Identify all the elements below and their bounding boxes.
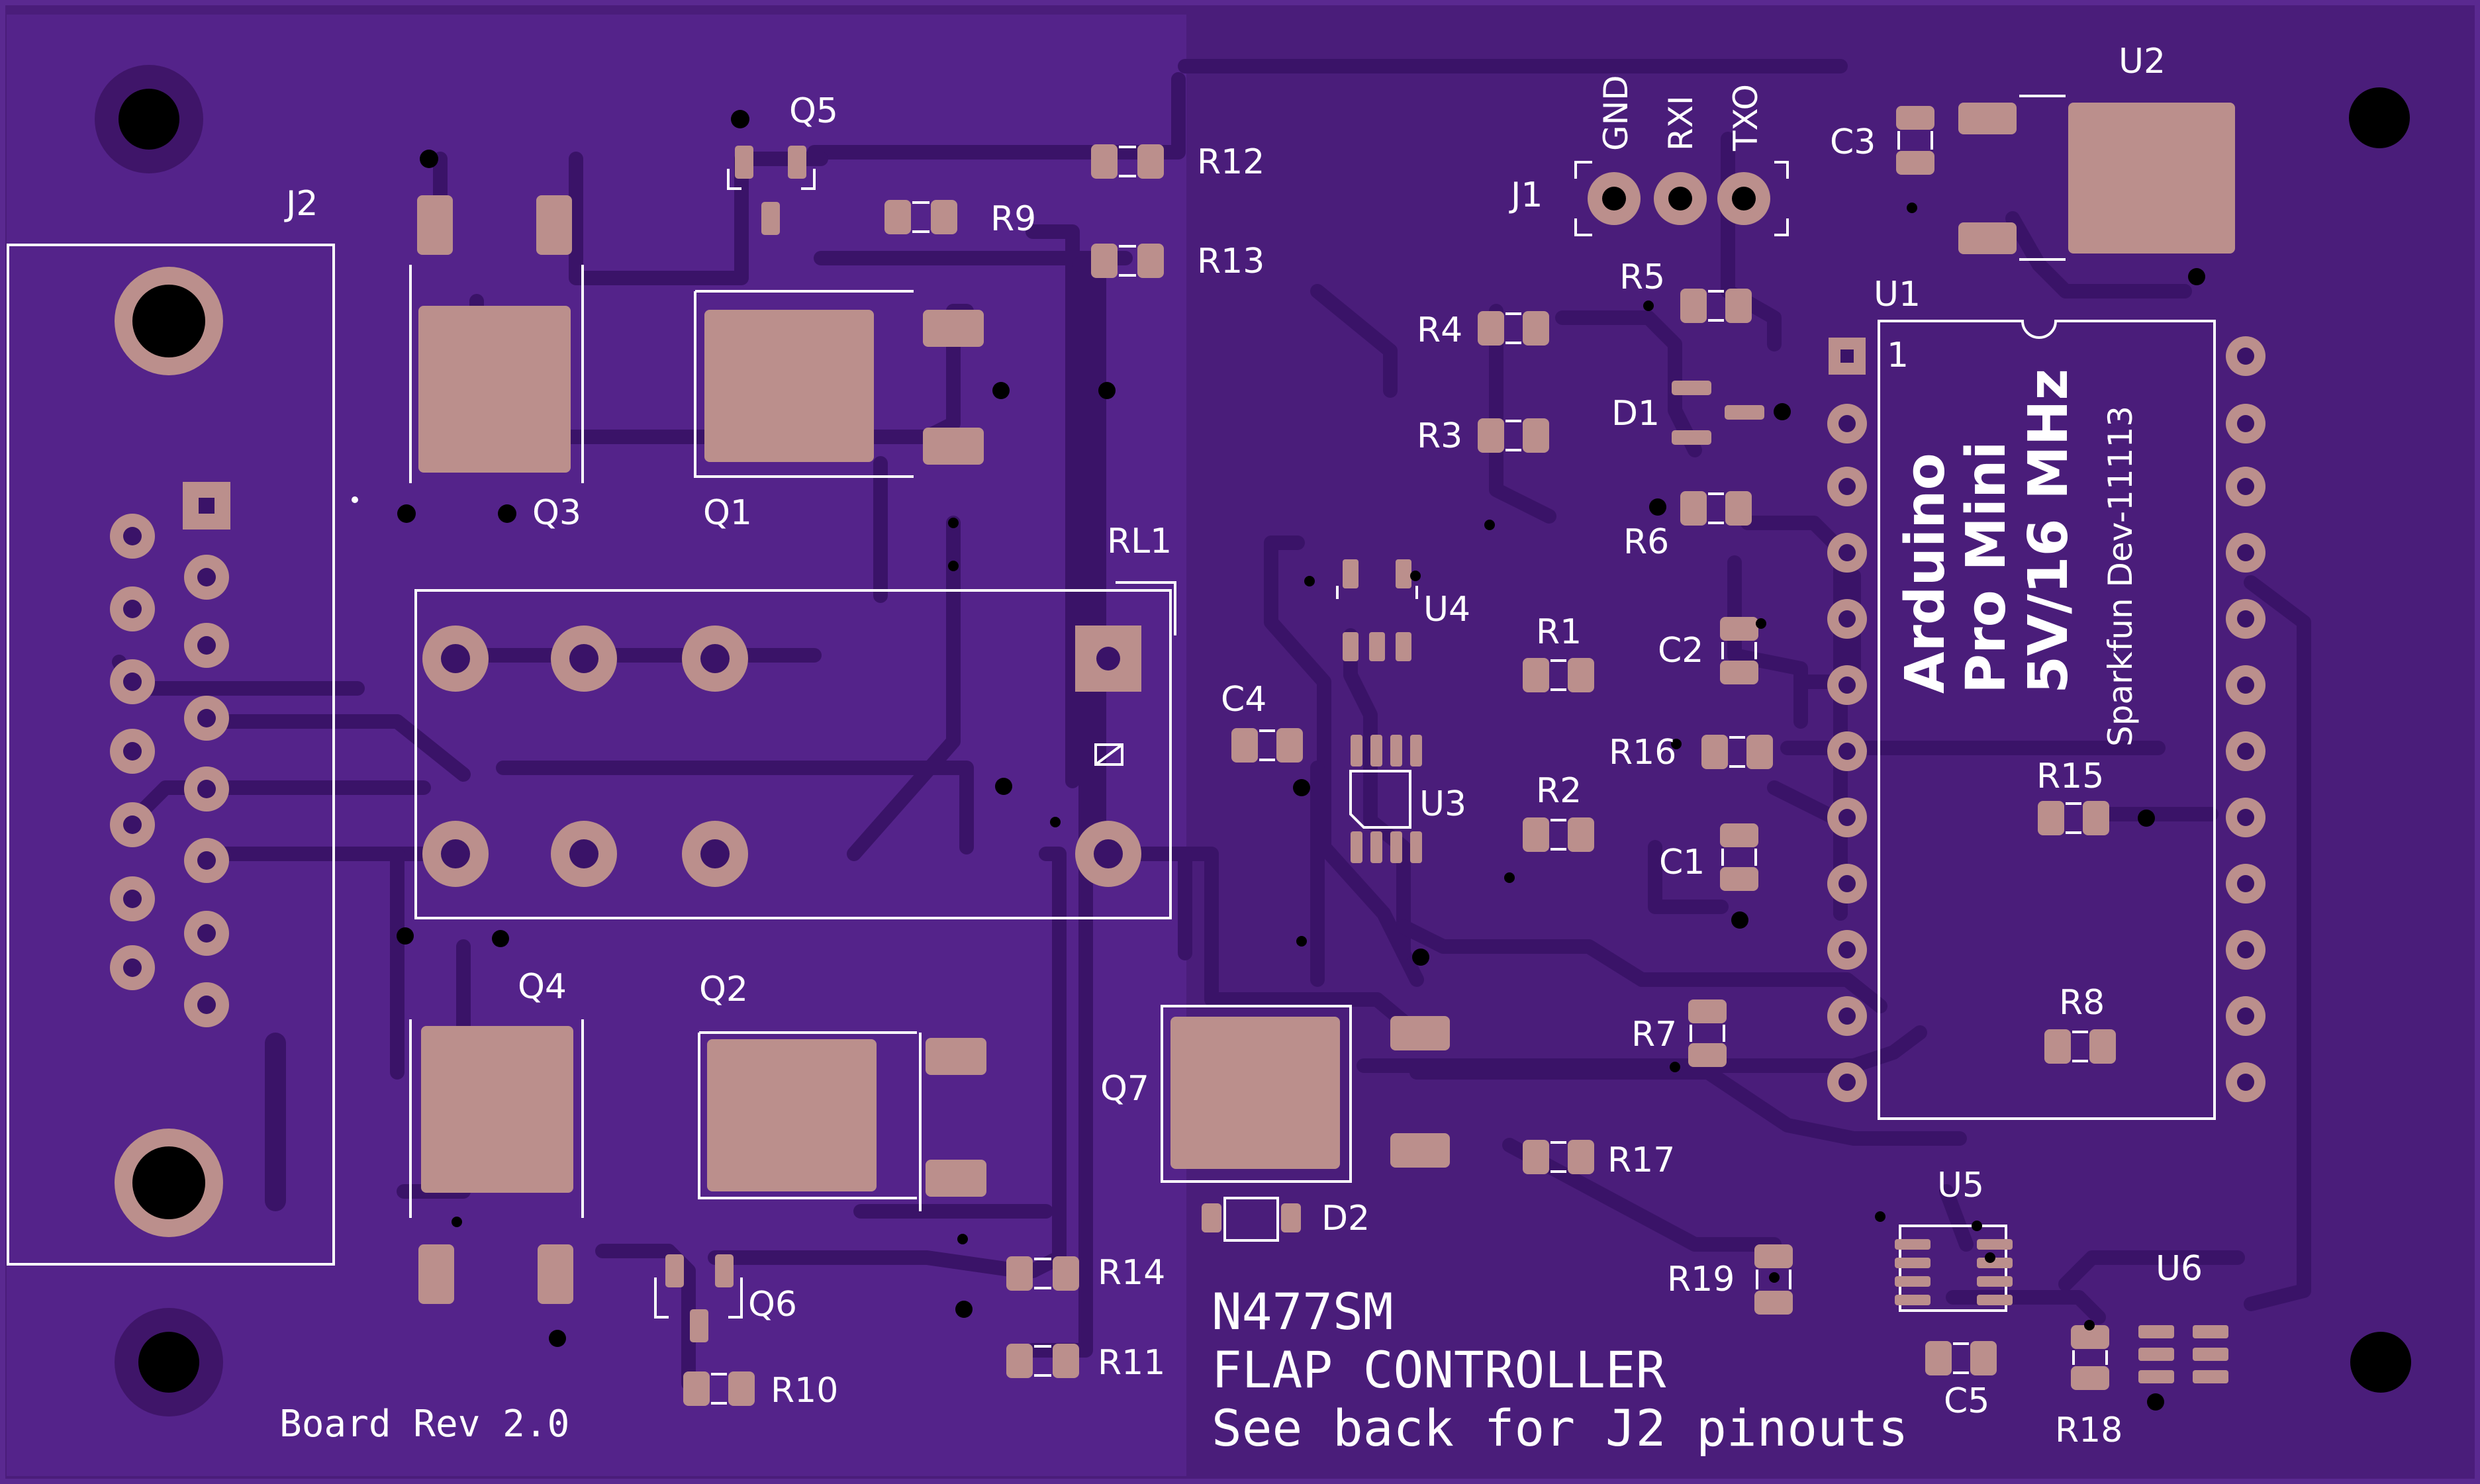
vias bbox=[352, 110, 2205, 1411]
label-r3: R3 bbox=[1417, 416, 1462, 456]
label-r16: R16 bbox=[1609, 733, 1676, 772]
label-r11: R11 bbox=[1098, 1343, 1165, 1383]
u1-arduino bbox=[1827, 320, 2265, 1120]
label-q1: Q1 bbox=[703, 493, 752, 533]
label-u5: U5 bbox=[1937, 1166, 1984, 1205]
label-q7: Q7 bbox=[1100, 1069, 1149, 1109]
u4-ic bbox=[1336, 559, 1418, 661]
label-r4: R4 bbox=[1417, 310, 1462, 350]
label-r14: R14 bbox=[1098, 1253, 1165, 1293]
label-d2: D2 bbox=[1321, 1199, 1370, 1238]
label-r18: R18 bbox=[2055, 1411, 2122, 1450]
label-r10: R10 bbox=[771, 1371, 838, 1411]
label-u1-pin1: 1 bbox=[1887, 336, 1909, 375]
rl1-outline bbox=[414, 589, 1172, 919]
label-r15: R15 bbox=[2036, 757, 2104, 796]
d2-diode bbox=[1202, 1197, 1301, 1242]
label-q5: Q5 bbox=[789, 91, 838, 131]
label-c5: C5 bbox=[1944, 1381, 1989, 1421]
title-line3: See back for J2 pinouts bbox=[1212, 1399, 1908, 1458]
j1-pin-txo: TXO bbox=[1727, 84, 1765, 152]
label-j1: J1 bbox=[1509, 175, 1543, 215]
label-q2: Q2 bbox=[699, 970, 748, 1009]
label-u6: U6 bbox=[2156, 1249, 2203, 1289]
label-r13: R13 bbox=[1197, 242, 1264, 281]
label-r6: R6 bbox=[1623, 522, 1669, 562]
rl1-corner-mark bbox=[1116, 581, 1176, 635]
arduino-line1: Arduino bbox=[1894, 453, 1957, 694]
arduino-line3: 5V/16 MHz bbox=[2017, 369, 2080, 694]
j1-header bbox=[1574, 161, 1789, 236]
passive-silk bbox=[711, 131, 2108, 1405]
title-line2: FLAP CONTROLLER bbox=[1212, 1340, 1666, 1399]
arduino-silk: Arduino Pro Mini 5V/16 MHz Sparkfun Dev-… bbox=[1894, 369, 2140, 747]
u6-ic bbox=[2138, 1325, 2228, 1383]
j1-pin-gnd: GND bbox=[1597, 75, 1635, 151]
arduino-line2: Pro Mini bbox=[1955, 441, 2018, 694]
label-u1: U1 bbox=[1874, 275, 1921, 314]
mosfet-pads bbox=[417, 195, 1450, 1304]
label-r19: R19 bbox=[1667, 1260, 1735, 1299]
label-q3: Q3 bbox=[532, 493, 581, 533]
passive-pads bbox=[683, 106, 2116, 1406]
silk-labels: J2 Q5 Q3 Q1 R12 R13 R9 RL1 Q4 Q2 Q7 Q6 R… bbox=[284, 42, 2203, 1450]
mounting-holes bbox=[95, 65, 2411, 1416]
label-c1: C1 bbox=[1659, 843, 1705, 882]
title-line1: N477SM bbox=[1212, 1282, 1394, 1341]
board-revision: Board Rev 2.0 bbox=[279, 1403, 569, 1446]
sot23-parts bbox=[654, 146, 1764, 1342]
label-r12: R12 bbox=[1197, 142, 1264, 182]
title-block: N477SM FLAP CONTROLLER See back for J2 p… bbox=[279, 1282, 1908, 1458]
label-u2: U2 bbox=[2119, 42, 2166, 81]
label-c2: C2 bbox=[1658, 631, 1703, 671]
label-q6: Q6 bbox=[748, 1285, 797, 1324]
label-q4: Q4 bbox=[518, 967, 567, 1007]
label-r5: R5 bbox=[1619, 257, 1665, 297]
label-r2: R2 bbox=[1536, 771, 1582, 811]
label-r1: R1 bbox=[1536, 612, 1582, 652]
j1-pin-labels: GND RXI TXO bbox=[1597, 75, 1765, 152]
label-u4: U4 bbox=[1423, 590, 1470, 629]
j2-outline bbox=[7, 244, 335, 1266]
label-d1: D1 bbox=[1611, 394, 1660, 434]
j2-pins bbox=[110, 482, 230, 1027]
label-j2: J2 bbox=[284, 184, 318, 224]
label-r17: R17 bbox=[1607, 1140, 1675, 1180]
label-c3: C3 bbox=[1830, 122, 1876, 162]
mosfet-silk bbox=[409, 265, 1352, 1218]
label-r9: R9 bbox=[990, 199, 1036, 239]
rl1-pins bbox=[422, 626, 1141, 887]
u5-ic bbox=[1895, 1225, 2013, 1312]
u2-regulator bbox=[1958, 95, 2235, 261]
label-rl1: RL1 bbox=[1107, 522, 1172, 561]
label-r8: R8 bbox=[2059, 983, 2105, 1023]
arduino-line4: Sparkfun Dev-11113 bbox=[2101, 406, 2140, 747]
label-c4: C4 bbox=[1221, 680, 1266, 719]
j2-mount-holes bbox=[115, 267, 286, 1237]
label-u3: U3 bbox=[1419, 784, 1466, 824]
j1-pin-rxi: RXI bbox=[1662, 95, 1700, 151]
u3-ic bbox=[1349, 735, 1422, 863]
label-r7: R7 bbox=[1631, 1015, 1677, 1054]
